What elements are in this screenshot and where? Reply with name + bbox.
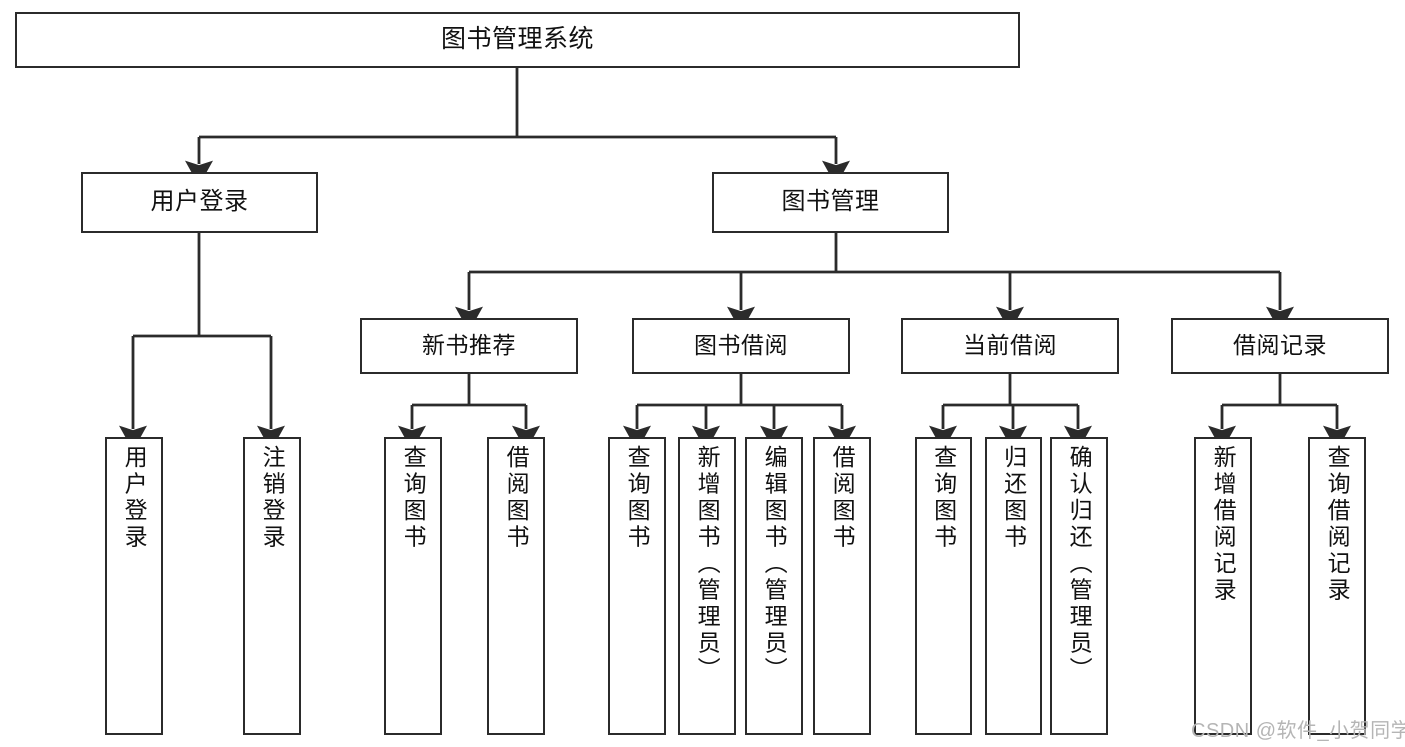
leaf-borrow-record-query-label: 查询借阅记录	[1324, 445, 1351, 604]
node-book-borrow-label: 图书借阅	[694, 332, 788, 359]
leaf-user-login-logout[interactable]: 注销登录	[243, 437, 301, 735]
leaf-book-borrow-add[interactable]: 新增图书（管理员）	[678, 437, 736, 735]
leaf-new-book-borrow[interactable]: 借阅图书	[487, 437, 545, 735]
leaf-book-borrow-borrow-label: 借阅图书	[829, 445, 856, 551]
leaf-borrow-record-add-label: 新增借阅记录	[1210, 445, 1237, 604]
leaf-book-borrow-borrow[interactable]: 借阅图书	[813, 437, 871, 735]
node-current-borrow-label: 当前借阅	[963, 332, 1057, 359]
node-borrow-record-label: 借阅记录	[1233, 332, 1327, 359]
leaf-user-login-logout-label: 注销登录	[259, 445, 286, 551]
leaf-borrow-record-query[interactable]: 查询借阅记录	[1308, 437, 1366, 735]
node-new-book-recommend[interactable]: 新书推荐	[360, 318, 578, 374]
node-book-management[interactable]: 图书管理	[712, 172, 949, 233]
watermark-text: CSDN @软件_小贺同学	[1191, 720, 1405, 742]
node-book-borrow[interactable]: 图书借阅	[632, 318, 850, 374]
node-root-book-management-system[interactable]: 图书管理系统	[15, 12, 1020, 68]
leaf-borrow-record-add[interactable]: 新增借阅记录	[1194, 437, 1252, 735]
leaf-current-borrow-query-label: 查询图书	[930, 445, 957, 551]
leaf-book-borrow-query[interactable]: 查询图书	[608, 437, 666, 735]
node-current-borrow[interactable]: 当前借阅	[901, 318, 1119, 374]
leaf-book-borrow-query-label: 查询图书	[624, 445, 651, 551]
leaf-book-borrow-add-label: 新增图书（管理员）	[694, 445, 721, 684]
node-root-label: 图书管理系统	[440, 25, 594, 54]
leaf-new-book-borrow-label: 借阅图书	[503, 445, 530, 551]
leaf-book-borrow-edit[interactable]: 编辑图书（管理员）	[745, 437, 803, 735]
leaf-current-borrow-confirm-return[interactable]: 确认归还（管理员）	[1050, 437, 1108, 735]
leaf-new-book-query[interactable]: 查询图书	[384, 437, 442, 735]
leaf-current-borrow-query[interactable]: 查询图书	[915, 437, 972, 735]
leaf-current-borrow-return-label: 归还图书	[1000, 445, 1027, 551]
leaf-current-borrow-return[interactable]: 归还图书	[985, 437, 1042, 735]
node-book-management-label: 图书管理	[781, 188, 880, 216]
leaf-current-borrow-confirm-return-label: 确认归还（管理员）	[1066, 445, 1093, 684]
leaf-user-login-login-label: 用户登录	[121, 445, 148, 551]
leaf-user-login-login[interactable]: 用户登录	[105, 437, 163, 735]
node-user-login[interactable]: 用户登录	[81, 172, 318, 233]
node-user-login-label: 用户登录	[150, 188, 249, 216]
node-new-book-recommend-label: 新书推荐	[422, 332, 516, 359]
node-borrow-record[interactable]: 借阅记录	[1171, 318, 1389, 374]
leaf-book-borrow-edit-label: 编辑图书（管理员）	[761, 445, 788, 684]
leaf-new-book-query-label: 查询图书	[400, 445, 427, 551]
